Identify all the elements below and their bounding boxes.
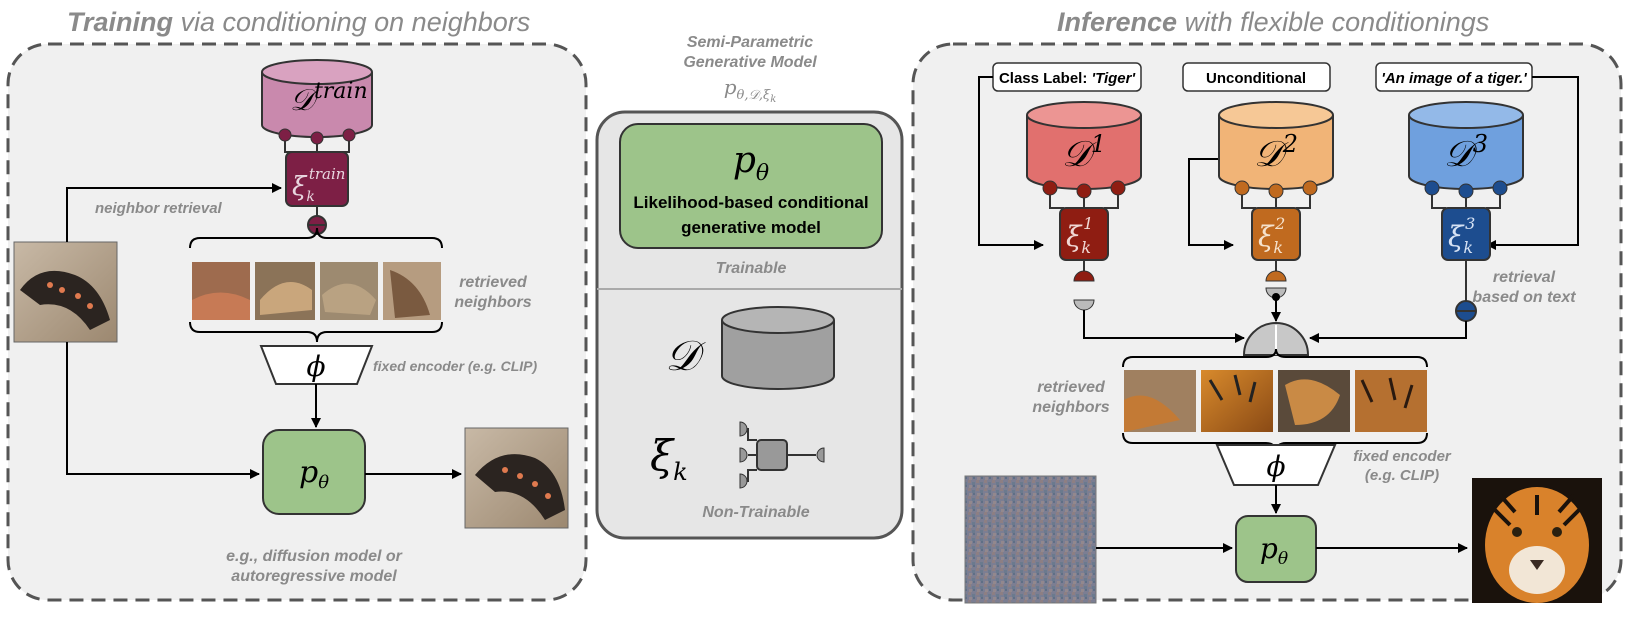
retrieval-based-on-text-label: retrieval	[1493, 269, 1556, 286]
training-title: Training via conditioning on neighbors	[67, 7, 530, 37]
right-model-symbol: pθ	[1260, 532, 1288, 569]
svg-text:Class Label: 'Tiger': Class Label: 'Tiger'	[999, 70, 1136, 87]
neighbor-retrieval-label: neighbor retrieval	[95, 200, 223, 217]
left-model-box	[262, 429, 366, 515]
center-retriever-icon	[739, 421, 825, 489]
svg-text:neighbors: neighbors	[454, 294, 531, 311]
left-model-symbol: pθ	[299, 455, 329, 493]
xi-2-label: ξk2	[1258, 214, 1285, 257]
cond-unconditional-box	[1182, 62, 1331, 92]
svg-text:'An image of a tiger.': 'An image of a tiger.'	[1381, 70, 1527, 87]
database-1-icon	[1026, 101, 1142, 199]
inference-title: Inference with flexible conditionings	[1057, 7, 1489, 37]
right-encoder	[1215, 444, 1337, 486]
right-retrieved-neighbors-label: retrieved	[1037, 379, 1106, 396]
query-lizard-image	[13, 241, 118, 343]
semi-parametric-model-panel: Semi-Parametric Generative Model pθ,𝒟,ξk…	[595, 34, 904, 540]
trainable-label: Trainable	[716, 260, 787, 277]
right-fixed-encoder-label: fixed encoder	[1353, 448, 1452, 465]
center-header: Semi-Parametric	[687, 34, 813, 51]
database-3-icon	[1408, 101, 1524, 199]
center-database-icon	[721, 306, 835, 390]
svg-text:autoregressive model: autoregressive model	[231, 568, 397, 585]
left-retrieved-neighbors-label: retrieved	[459, 274, 528, 291]
center-xi-symbol: ξk	[650, 431, 688, 486]
svg-text:Generative Model: Generative Model	[683, 54, 817, 71]
center-header-math: pθ,𝒟,ξk	[724, 75, 777, 105]
xi-1-label: ξk1	[1066, 214, 1093, 257]
svg-text:(e.g. CLIP): (e.g. CLIP)	[1365, 467, 1439, 484]
train-database-icon	[261, 59, 373, 145]
database-2-icon	[1218, 101, 1334, 199]
training-frame	[6, 42, 588, 602]
left-fixed-encoder-label: fixed encoder (e.g. CLIP)	[373, 358, 537, 374]
left-model-note: e.g., diffusion model or	[226, 548, 402, 565]
retrieved-neighbor-images	[192, 262, 441, 320]
inference-panel: Inference with flexible conditionings Cl…	[911, 7, 1623, 604]
svg-text:based on text: based on text	[1472, 289, 1576, 306]
center-model-desc: Likelihood-based conditional	[633, 193, 868, 212]
center-model-symbol: pθ	[733, 140, 769, 186]
output-lizard-image	[464, 427, 569, 529]
retrieved-tiger-images	[1124, 370, 1427, 432]
left-encoder	[259, 345, 374, 385]
training-panel: Training via conditioning on neighbors 𝒟…	[6, 7, 588, 602]
svg-text:generative model: generative model	[681, 218, 821, 237]
center-model-box	[619, 123, 883, 249]
svg-text:neighbors: neighbors	[1032, 399, 1109, 416]
left-encoder-symbol: ϕ	[306, 350, 325, 383]
non-trainable-label: Non-Trainable	[702, 504, 809, 521]
train-xi-label: ξktrain	[292, 165, 345, 205]
svg-text:Unconditional: Unconditional	[1206, 70, 1306, 87]
right-encoder-symbol: ϕ	[1266, 450, 1285, 483]
output-tiger-image	[1472, 478, 1602, 603]
noise-input-image	[964, 475, 1097, 604]
xi-3-label: ξk3	[1448, 214, 1475, 257]
